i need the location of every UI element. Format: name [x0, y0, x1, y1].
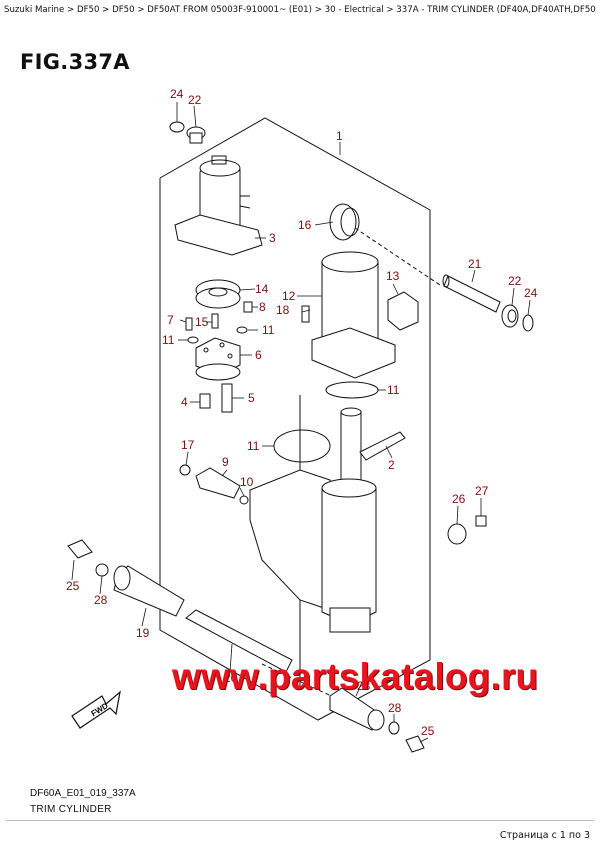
- part-coupling: [195, 279, 241, 309]
- callout-14[interactable]: 14: [255, 282, 269, 296]
- part-bolt-25-left: [67, 539, 93, 559]
- callout-11c[interactable]: 11: [387, 383, 400, 397]
- figure-title: FIG.337A: [20, 50, 130, 74]
- callout-12[interactable]: 12: [282, 289, 296, 303]
- part-bolt-7: [185, 317, 193, 331]
- fwd-arrow-icon: [71, 690, 121, 729]
- callout-11a[interactable]: 11: [262, 323, 275, 337]
- part-o-ring-11c: [325, 381, 379, 399]
- part-o-ring-11b: [187, 336, 199, 344]
- part-pin-21: [442, 274, 501, 313]
- callout-5[interactable]: 5: [248, 391, 255, 405]
- part-o-ring-11a: [236, 326, 248, 334]
- part-bolt-25-bottom: [405, 735, 425, 753]
- callout-22a[interactable]: 22: [508, 274, 522, 288]
- callout-7[interactable]: 7: [167, 313, 174, 327]
- callout-28b[interactable]: 28: [388, 701, 402, 715]
- callout-13[interactable]: 13: [386, 269, 400, 283]
- part-bracket-2: [359, 431, 406, 461]
- part-piston-rod: [340, 407, 362, 485]
- part-bushing-22-top: [186, 126, 206, 144]
- callout-20[interactable]: 20: [224, 671, 238, 685]
- part-clip-17: [179, 464, 191, 476]
- footer-divider: [6, 820, 594, 821]
- callout-26[interactable]: 26: [452, 492, 466, 506]
- callout-3[interactable]: 3: [269, 231, 276, 245]
- callout-27[interactable]: 27: [475, 484, 489, 498]
- callout-15[interactable]: 15: [195, 315, 209, 329]
- part-bolt-18: [301, 305, 310, 323]
- part-clip-24: [522, 314, 534, 332]
- callout-10[interactable]: 10: [240, 475, 254, 489]
- callout-19[interactable]: 19: [136, 626, 150, 640]
- part-clip-24-top: [169, 121, 185, 133]
- part-trim-motor: [174, 155, 263, 256]
- part-valve-body: [195, 337, 241, 381]
- part-valve-4: [199, 393, 211, 409]
- callout-24b[interactable]: 24: [170, 87, 184, 101]
- callout-24a[interactable]: 24: [524, 286, 538, 300]
- part-washer-28-bottom: [388, 721, 400, 735]
- part-washer-10: [239, 495, 249, 505]
- part-cap-16: [329, 203, 360, 241]
- part-fitting-13: [387, 291, 419, 331]
- callout-16[interactable]: 16: [298, 218, 312, 232]
- callout-17[interactable]: 17: [181, 438, 195, 452]
- part-pin-15: [211, 313, 219, 329]
- callout-2[interactable]: 2: [388, 458, 395, 472]
- callout-11b[interactable]: 11: [162, 333, 175, 347]
- part-bushing-22: [501, 304, 519, 328]
- callout-18[interactable]: 18: [276, 303, 290, 317]
- callout-21[interactable]: 21: [468, 257, 482, 271]
- callout-8[interactable]: 8: [259, 300, 266, 314]
- callout-22b[interactable]: 22: [188, 93, 202, 107]
- part-valve-5: [221, 383, 233, 413]
- page-counter: Страница с 1 по 3: [499, 830, 590, 841]
- callout-9[interactable]: 9: [222, 455, 229, 469]
- part-bolt-27: [475, 515, 487, 527]
- leader-lines: [71, 102, 531, 743]
- part-shaft-20: [185, 609, 293, 673]
- part-bushing-23: [329, 687, 385, 731]
- callout-28a[interactable]: 28: [94, 593, 108, 607]
- callout-6[interactable]: 6: [255, 348, 262, 362]
- callout-23[interactable]: 23: [357, 679, 371, 693]
- callout-25b[interactable]: 25: [421, 724, 435, 738]
- part-reservoir: [311, 251, 396, 379]
- callout-25a[interactable]: 25: [66, 579, 80, 593]
- figure-caption: TRIM CYLINDER: [30, 804, 112, 815]
- model-code: DF60A_E01_019_337A: [30, 788, 136, 799]
- part-sleeve-19: [113, 565, 185, 617]
- breadcrumb: Suzuki Marine > DF50 > DF50 > DF50AT FRO…: [4, 5, 596, 15]
- part-valve-9: [195, 467, 241, 499]
- callout-4[interactable]: 4: [181, 395, 188, 409]
- part-o-ring-11d: [273, 429, 331, 463]
- watermark: www.partskatalog.ru: [172, 656, 539, 697]
- part-screw-8: [243, 301, 253, 313]
- part-collar-26: [447, 523, 467, 545]
- callout-11d[interactable]: 11: [247, 439, 260, 453]
- callout-1[interactable]: 1: [336, 129, 343, 143]
- part-cylinder-body: [249, 469, 377, 633]
- callout-labels: 1 2 3 4 5 6 7 8 9 10 11 11 11 11 12 13 1…: [66, 87, 538, 738]
- part-washer-28-left: [95, 563, 109, 577]
